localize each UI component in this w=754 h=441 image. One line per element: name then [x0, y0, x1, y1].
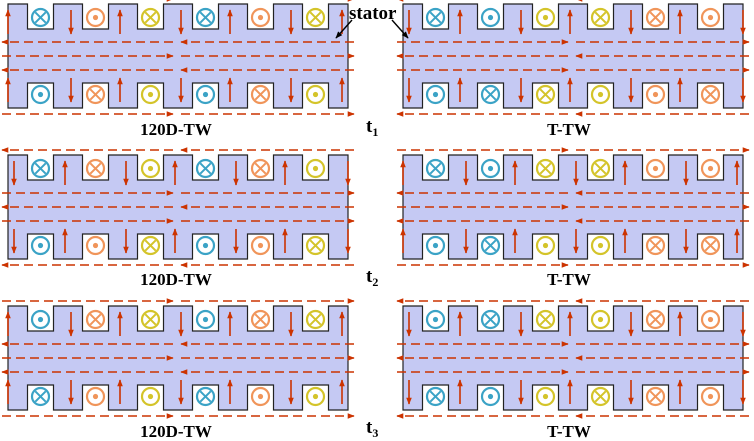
coil-cross-icon	[305, 7, 326, 28]
panel-label-r2-left: 120D-TW	[140, 422, 212, 441]
coil-cross-icon	[250, 158, 271, 179]
coil-dot-icon	[30, 235, 51, 256]
coil-dot-icon	[195, 84, 216, 105]
coil-cross-icon	[535, 158, 556, 179]
coil-cross-icon	[425, 158, 446, 179]
coil-cross-icon	[195, 7, 216, 28]
stator-panel-r0-right	[396, 0, 750, 117]
coil-dot-icon	[250, 235, 271, 256]
coil-cross-icon	[480, 309, 501, 330]
stator-pointer-right	[391, 19, 409, 39]
coil-cross-icon	[645, 235, 666, 256]
stator-pointer-left	[335, 19, 353, 39]
coil-cross-icon	[305, 235, 326, 256]
coil-dot-icon	[425, 84, 446, 105]
stator-panel-r0-left	[1, 0, 355, 117]
stator-panel-r2-left	[1, 298, 355, 419]
stator-core	[402, 305, 744, 411]
stator-core	[7, 154, 349, 260]
coil-dot-icon	[195, 235, 216, 256]
coil-dot-icon	[590, 84, 611, 105]
coil-cross-icon	[250, 84, 271, 105]
coil-dot-icon	[700, 386, 721, 407]
coil-cross-icon	[250, 309, 271, 330]
coil-cross-icon	[140, 7, 161, 28]
coil-dot-icon	[85, 386, 106, 407]
coil-cross-icon	[85, 84, 106, 105]
coil-cross-icon	[480, 235, 501, 256]
coil-cross-icon	[30, 386, 51, 407]
coil-cross-icon	[480, 84, 501, 105]
coil-cross-icon	[425, 386, 446, 407]
coil-cross-icon	[85, 309, 106, 330]
time-label-t1: t1	[366, 116, 379, 139]
coil-dot-icon	[480, 158, 501, 179]
coil-dot-icon	[305, 158, 326, 179]
stator-core	[7, 305, 349, 411]
coil-cross-icon	[645, 386, 666, 407]
coil-dot-icon	[250, 386, 271, 407]
stator-core	[7, 3, 349, 109]
coil-cross-icon	[30, 158, 51, 179]
coil-cross-icon	[30, 7, 51, 28]
coil-dot-icon	[85, 235, 106, 256]
stator-panel-r1-right	[396, 147, 750, 268]
coil-cross-icon	[85, 158, 106, 179]
coil-dot-icon	[700, 309, 721, 330]
coil-dot-icon	[535, 7, 556, 28]
coil-cross-icon	[535, 84, 556, 105]
time-label-t3: t3	[366, 417, 379, 440]
coil-dot-icon	[30, 309, 51, 330]
coil-dot-icon	[645, 158, 666, 179]
panel-label-r1-right: T-TW	[547, 270, 591, 289]
coil-cross-icon	[195, 386, 216, 407]
coil-dot-icon	[85, 7, 106, 28]
coil-cross-icon	[425, 7, 446, 28]
coil-dot-icon	[535, 235, 556, 256]
panel-label-r1-left: 120D-TW	[140, 270, 212, 289]
coil-dot-icon	[305, 386, 326, 407]
coil-dot-icon	[140, 158, 161, 179]
coil-cross-icon	[590, 7, 611, 28]
coil-cross-icon	[700, 84, 721, 105]
coil-dot-icon	[30, 84, 51, 105]
coil-dot-icon	[480, 7, 501, 28]
stator-panel-r2-right	[396, 298, 750, 419]
panel-label-r0-right: T-TW	[547, 120, 591, 139]
panel-label-r0-left: 120D-TW	[140, 120, 212, 139]
coil-dot-icon	[590, 235, 611, 256]
coil-dot-icon	[700, 158, 721, 179]
coil-dot-icon	[480, 386, 501, 407]
stator-core	[402, 154, 744, 260]
panels-layer	[1, 0, 750, 419]
coil-dot-icon	[250, 7, 271, 28]
stator-core	[402, 3, 744, 109]
coil-cross-icon	[305, 309, 326, 330]
coil-cross-icon	[590, 386, 611, 407]
coil-dot-icon	[700, 7, 721, 28]
coil-cross-icon	[645, 309, 666, 330]
coil-dot-icon	[535, 386, 556, 407]
coil-cross-icon	[535, 309, 556, 330]
coil-cross-icon	[195, 158, 216, 179]
coil-dot-icon	[305, 84, 326, 105]
stator-panel-r1-left	[1, 147, 355, 268]
stator-label: stator	[349, 3, 397, 24]
coil-cross-icon	[700, 235, 721, 256]
coil-dot-icon	[590, 309, 611, 330]
coil-cross-icon	[140, 309, 161, 330]
coil-dot-icon	[425, 309, 446, 330]
coil-cross-icon	[590, 158, 611, 179]
coil-dot-icon	[140, 386, 161, 407]
stator-pointers	[335, 19, 409, 39]
coil-dot-icon	[645, 84, 666, 105]
time-label-t2: t2	[366, 266, 379, 289]
coil-dot-icon	[195, 309, 216, 330]
panel-label-r2-right: T-TW	[547, 422, 591, 441]
coil-dot-icon	[425, 235, 446, 256]
coil-dot-icon	[140, 84, 161, 105]
coil-cross-icon	[140, 235, 161, 256]
coil-cross-icon	[645, 7, 666, 28]
